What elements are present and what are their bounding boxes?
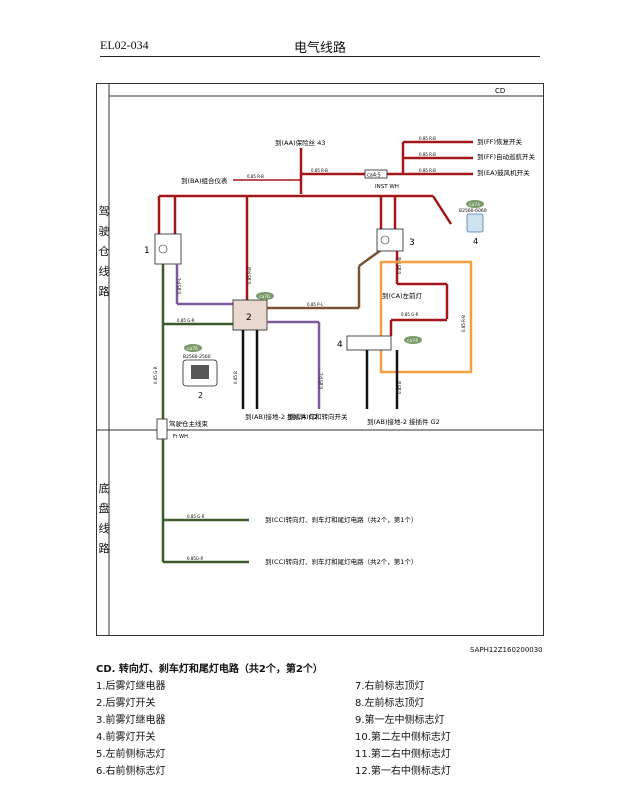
page-code: EL02-034 bbox=[100, 38, 149, 52]
ref-chassis-2: 到(CC)转向灯、刹车灯和尾灯电路（共2个，第1个） bbox=[265, 557, 417, 566]
legend-item: 7.右前标志顶灯 bbox=[355, 681, 425, 692]
connector-4-number: 4 bbox=[337, 340, 343, 350]
ref-ground-left: 到(AB)接地-2 接插件 G2 bbox=[245, 412, 318, 421]
ref-rr1: 到(FF)恢复开关 bbox=[477, 137, 523, 146]
connector-2-number: 2 bbox=[246, 313, 252, 323]
connector-4-block bbox=[346, 335, 392, 351]
connector-ca45-label: ca4:5 bbox=[367, 173, 381, 179]
diagram-caption: CD. 转向灯、刹车灯和尾灯电路（共2个，第2个） bbox=[96, 664, 323, 675]
relay-3 bbox=[376, 228, 404, 252]
section-code: CD bbox=[495, 87, 505, 95]
connector-4-tag: ca74 bbox=[407, 338, 418, 344]
ref-fuse: 到(AA)保险丝 43 bbox=[275, 138, 325, 147]
wire-right-top bbox=[387, 140, 473, 176]
ref-rr2: 到(FF)自动巡航开关 bbox=[477, 152, 536, 161]
fr-wh-label: Fr WH bbox=[173, 434, 188, 440]
relay-3-number: 3 bbox=[409, 238, 415, 248]
ref-chassis-1: 到(CC)转向灯、刹车灯和尾灯电路（共2个，第1个） bbox=[265, 515, 417, 524]
connector-2-block bbox=[232, 299, 268, 331]
wire-label-orange: 0.85 R-B bbox=[461, 315, 466, 332]
legend-item: 6.右前侧标志灯 bbox=[96, 766, 166, 777]
connector-4-part: B2560-6060 bbox=[459, 208, 487, 214]
wire-label-rr3: 0.85 R-B bbox=[419, 168, 436, 173]
ref-cab-harness: 驾驶仓主线束 bbox=[169, 419, 209, 428]
wire-label-rr1: 0.85 R-B bbox=[419, 136, 436, 141]
cab-harness-junction bbox=[156, 418, 168, 440]
legend-right: 7.右前标志顶灯 8.左前标志顶灯 9.第一左中侧标志灯 10.第二左中侧标志灯… bbox=[355, 678, 451, 780]
connector-2-face-tag: ca76 bbox=[187, 346, 198, 352]
page-title: 电气线路 bbox=[293, 41, 346, 56]
ref-rr3: 到(EA)鼓风机开关 bbox=[477, 168, 530, 177]
legend-item: 3.前雾灯继电器 bbox=[96, 715, 166, 726]
legend-item: 5.左前侧标志灯 bbox=[96, 749, 166, 760]
ref-left-lamp: 到(CA)左前灯 bbox=[382, 291, 423, 300]
inst-wh-label: INST WH bbox=[375, 184, 399, 190]
wire-label-ch2: 0.85G-R bbox=[187, 556, 203, 561]
wire-label-b1: 0.85 B bbox=[233, 371, 238, 384]
relay-1-number: 1 bbox=[144, 246, 150, 256]
legend-left: 1.后雾灯继电器 2.后雾灯开关 3.前雾灯继电器 4.前雾灯开关 5.左前侧标… bbox=[96, 678, 166, 780]
wire-label-rr2: 0.85 R-B bbox=[419, 152, 436, 157]
wire-label-mid-h: 0.85 P-L bbox=[307, 302, 324, 307]
legend-item: 12.第一右中侧标志灯 bbox=[355, 766, 451, 777]
region-label-chassis: 底盘线路 bbox=[98, 482, 110, 555]
legend-item: 11.第二右中侧标志灯 bbox=[355, 749, 451, 760]
wire-label-mid-v: 0.85 R-B bbox=[247, 267, 252, 284]
ref-combo: 到(BA)组合仪表 bbox=[181, 176, 228, 185]
wire-label-right-v: 0.85 R-B bbox=[397, 257, 402, 274]
legend-item: 2.后雾灯开关 bbox=[96, 698, 156, 709]
page-header: EL02-034 电气线路 bbox=[100, 36, 540, 57]
wire-label-b2: 0.85 B bbox=[397, 381, 402, 394]
legend-item: 10.第二左中侧标志灯 bbox=[355, 732, 451, 743]
region-label-cab: 驾驶仓线路 bbox=[98, 205, 110, 298]
connector-2-tag bbox=[256, 292, 274, 300]
legend-item: 9.第一左中侧标志灯 bbox=[355, 715, 445, 726]
orange-highlight bbox=[379, 260, 473, 374]
connector-4-face-number: 4 bbox=[473, 237, 478, 246]
connector-2-part: B2560-2560 bbox=[183, 354, 211, 360]
connector-2-tag-label: ca76 bbox=[259, 294, 270, 300]
wire-label-fuse: 0.85 R-B bbox=[311, 168, 328, 173]
wire-label-right2: 0.85 G-R bbox=[401, 312, 419, 317]
wire-label-gr2: 0.85 G-R bbox=[153, 366, 158, 384]
ref-lamp-switch: 到(CA)灯和转向开关 bbox=[288, 412, 348, 421]
connector-4-face-tag: ca74 bbox=[469, 202, 480, 208]
legend-item: 4.前雾灯开关 bbox=[96, 732, 156, 743]
wire-label-combo: 0.85 R-B bbox=[247, 174, 264, 179]
connector-4-face bbox=[466, 213, 484, 233]
wire-label-vl: 0.85 P-L bbox=[177, 277, 182, 294]
ref-ground-right: 到(AB)接地-2 接插件 G2 bbox=[367, 417, 440, 426]
wire-label-ch1: 0.85 G-R bbox=[187, 514, 205, 519]
connector-2-face-number: 2 bbox=[198, 391, 203, 400]
footer-code: SAPH12Z160200030 bbox=[470, 646, 543, 654]
wire-label-gr1: 0.85 G-R bbox=[177, 318, 195, 323]
wire-label-vr: 0.85 P-L bbox=[319, 372, 324, 389]
legend-item: 1.后雾灯继电器 bbox=[96, 681, 166, 692]
legend-item: 8.左前标志顶灯 bbox=[355, 698, 425, 709]
wiring-diagram: 驾驶仓线路 底盘线路 CD 0.85 R-B 0.85 R-B 0.85 R-B… bbox=[96, 83, 544, 636]
diagram-canvas: CD 0.85 R-B 0.85 R-B 0.85 R-B 到(FF)恢复开关 … bbox=[97, 84, 543, 635]
relay-1 bbox=[154, 233, 182, 265]
